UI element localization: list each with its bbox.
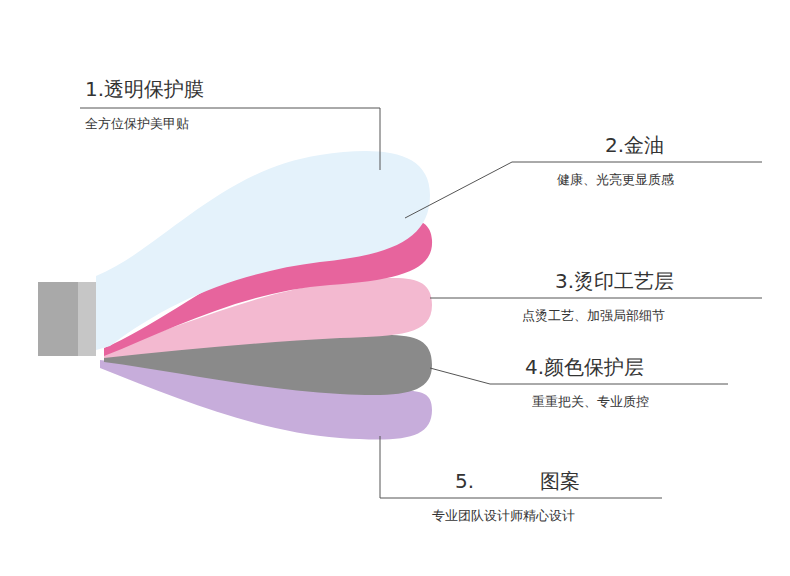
callout-number: 5. <box>455 469 474 493</box>
layer-description: 点烫工艺、加强局部细节 <box>522 308 665 324</box>
transparent-film-layer <box>96 151 430 350</box>
layer-title: 图案 <box>540 469 580 493</box>
layer-title: 3.烫印工艺层 <box>555 269 674 293</box>
base-block <box>38 282 96 356</box>
layer-description: 重重把关、专业质控 <box>532 394 649 410</box>
layer-description: 健康、光亮更显质感 <box>557 172 674 188</box>
leader-line <box>80 108 380 170</box>
leader-line <box>380 436 662 498</box>
layer-description: 专业团队设计师精心设计 <box>432 508 575 524</box>
layer-title: 2.金油 <box>605 133 664 157</box>
base-block-shade <box>78 282 96 356</box>
layer-title: 4.颜色保护层 <box>525 355 644 379</box>
leader-line <box>430 298 762 299</box>
layer-description: 全方位保护美甲贴 <box>85 116 189 132</box>
layer-title: 1.透明保护膜 <box>85 77 204 101</box>
leader-line <box>405 162 762 218</box>
